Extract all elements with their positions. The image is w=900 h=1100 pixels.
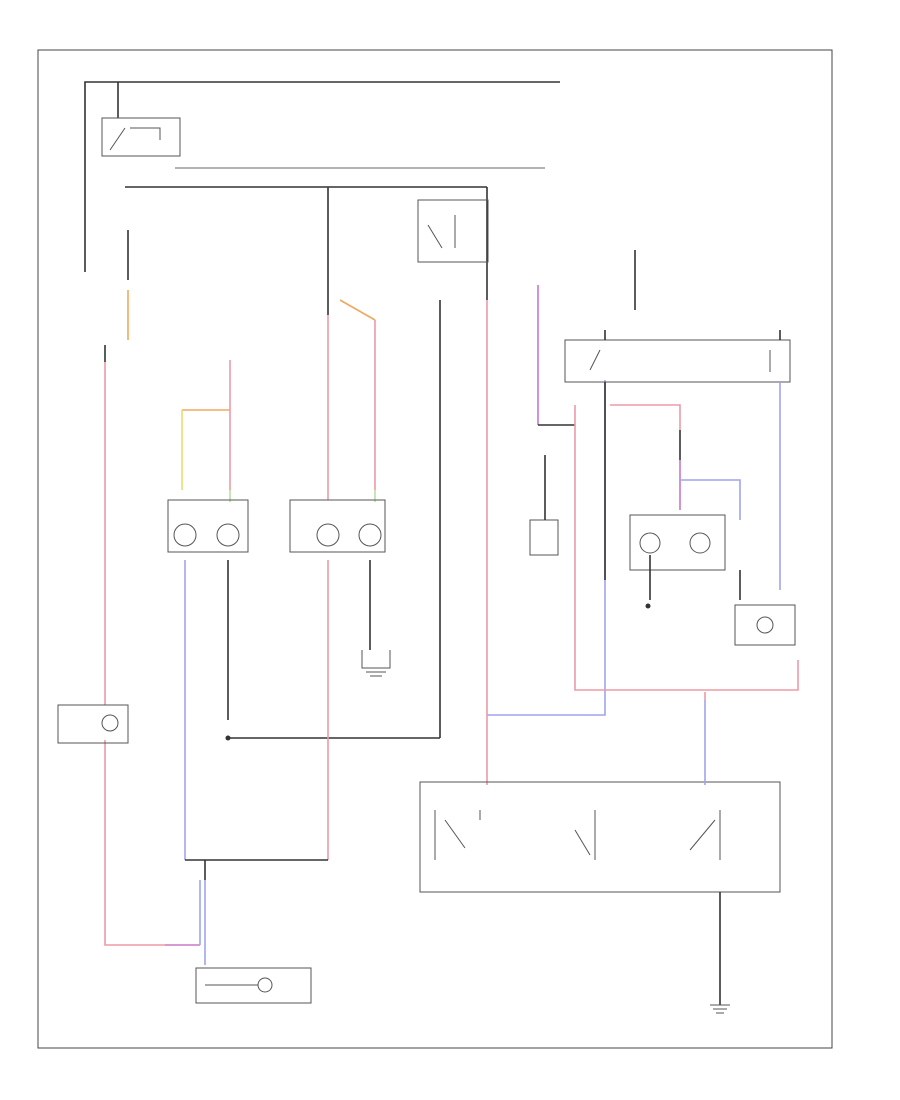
dimmer-switch-contacts — [434, 810, 481, 860]
headlight-switch-contacts — [689, 810, 721, 860]
left-headlight-housing — [167, 499, 249, 553]
passing-relay-switch — [427, 215, 456, 249]
dimmer-switch-section — [185, 859, 328, 1004]
left-headlight-low-bulb — [216, 523, 240, 547]
license-light-ground — [645, 603, 651, 609]
tail-light-bulb — [756, 616, 774, 634]
passing-relay-box — [417, 199, 489, 263]
flash-to-pass-switch — [574, 810, 596, 860]
instrument-cluster-box — [57, 704, 129, 744]
lighting-module-switch — [589, 349, 771, 372]
combination-switch-box — [419, 781, 781, 893]
rear-sensor-box — [529, 519, 559, 556]
headlight-relay-ground-box — [195, 967, 312, 1004]
license-light-right-bulb — [689, 532, 711, 554]
diagram-frame — [37, 49, 833, 1049]
instrument-cluster — [57, 704, 129, 744]
right-ground-symbol — [361, 650, 391, 677]
bottom-right-ground-symbol — [710, 1004, 730, 1014]
right-headlight-group — [289, 299, 441, 860]
headlight-relay-switch — [109, 127, 161, 151]
combination-switch — [419, 692, 781, 1014]
high-beam-indicator-bulb — [101, 714, 119, 732]
left-headlight-high-bulb — [173, 523, 197, 547]
left-headlight-group — [167, 360, 440, 860]
license-light-left-bulb — [639, 532, 661, 554]
license-lights-housing — [629, 514, 726, 571]
headlight-relay-box — [101, 117, 181, 157]
right-headlight-low-bulb — [358, 523, 382, 547]
right-headlight-high-bulb — [316, 523, 340, 547]
tail-light-box — [734, 604, 796, 646]
right-headlight-housing — [289, 499, 386, 553]
top-feed-section — [84, 81, 560, 272]
center-feed — [486, 300, 606, 785]
lighting-control-module — [564, 339, 791, 383]
left-fuse-branch — [104, 230, 201, 946]
headlight-relay-coil — [257, 977, 273, 993]
main-bus — [125, 186, 489, 300]
right-lighting-section — [529, 250, 799, 691]
